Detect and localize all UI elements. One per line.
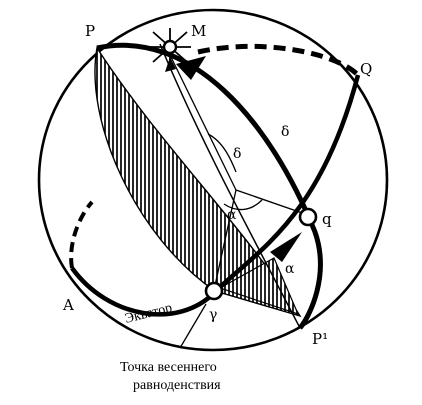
- star-icon: [149, 28, 191, 66]
- hatched-triangle: [218, 257, 300, 315]
- label-P1: P¹: [312, 330, 328, 348]
- label-M: M: [191, 22, 206, 40]
- label-P: P: [85, 22, 95, 40]
- hatched-equator-band: [94, 46, 302, 318]
- label-A: A: [62, 296, 74, 314]
- alpha-angle-arc: [223, 199, 263, 211]
- delta-angle-arc: [207, 133, 237, 173]
- caption-line-1: Точка весеннего: [120, 360, 217, 375]
- arrow-on-equator: [270, 232, 302, 262]
- caption-line-2: равноденствия: [133, 378, 221, 393]
- label-gamma: γ: [209, 307, 217, 323]
- point-q-marker: [298, 207, 318, 227]
- label-alpha-lower: α: [285, 261, 295, 277]
- celestial-sphere-outline: [37, 8, 389, 352]
- radius-to-star: [169, 54, 237, 191]
- radius-to-q: [235, 189, 309, 216]
- vernal-equinox-marker: [204, 281, 224, 301]
- label-delta-upper: δ: [281, 124, 289, 140]
- arrow-on-hour-circle: [176, 56, 206, 80]
- equator-back-dashed-arc: [197, 43, 360, 77]
- meridian-line: [159, 43, 301, 329]
- caption-leader-line: [179, 303, 207, 349]
- radius-to-gamma: [213, 189, 237, 291]
- equator-back-dashed-arc-left: [69, 200, 94, 269]
- label-q: q: [322, 210, 332, 228]
- label-delta-inner: δ: [233, 146, 241, 162]
- label-Q: Q: [360, 60, 372, 78]
- label-alpha-center: α: [227, 207, 237, 223]
- label-equator: Экватор: [123, 301, 173, 327]
